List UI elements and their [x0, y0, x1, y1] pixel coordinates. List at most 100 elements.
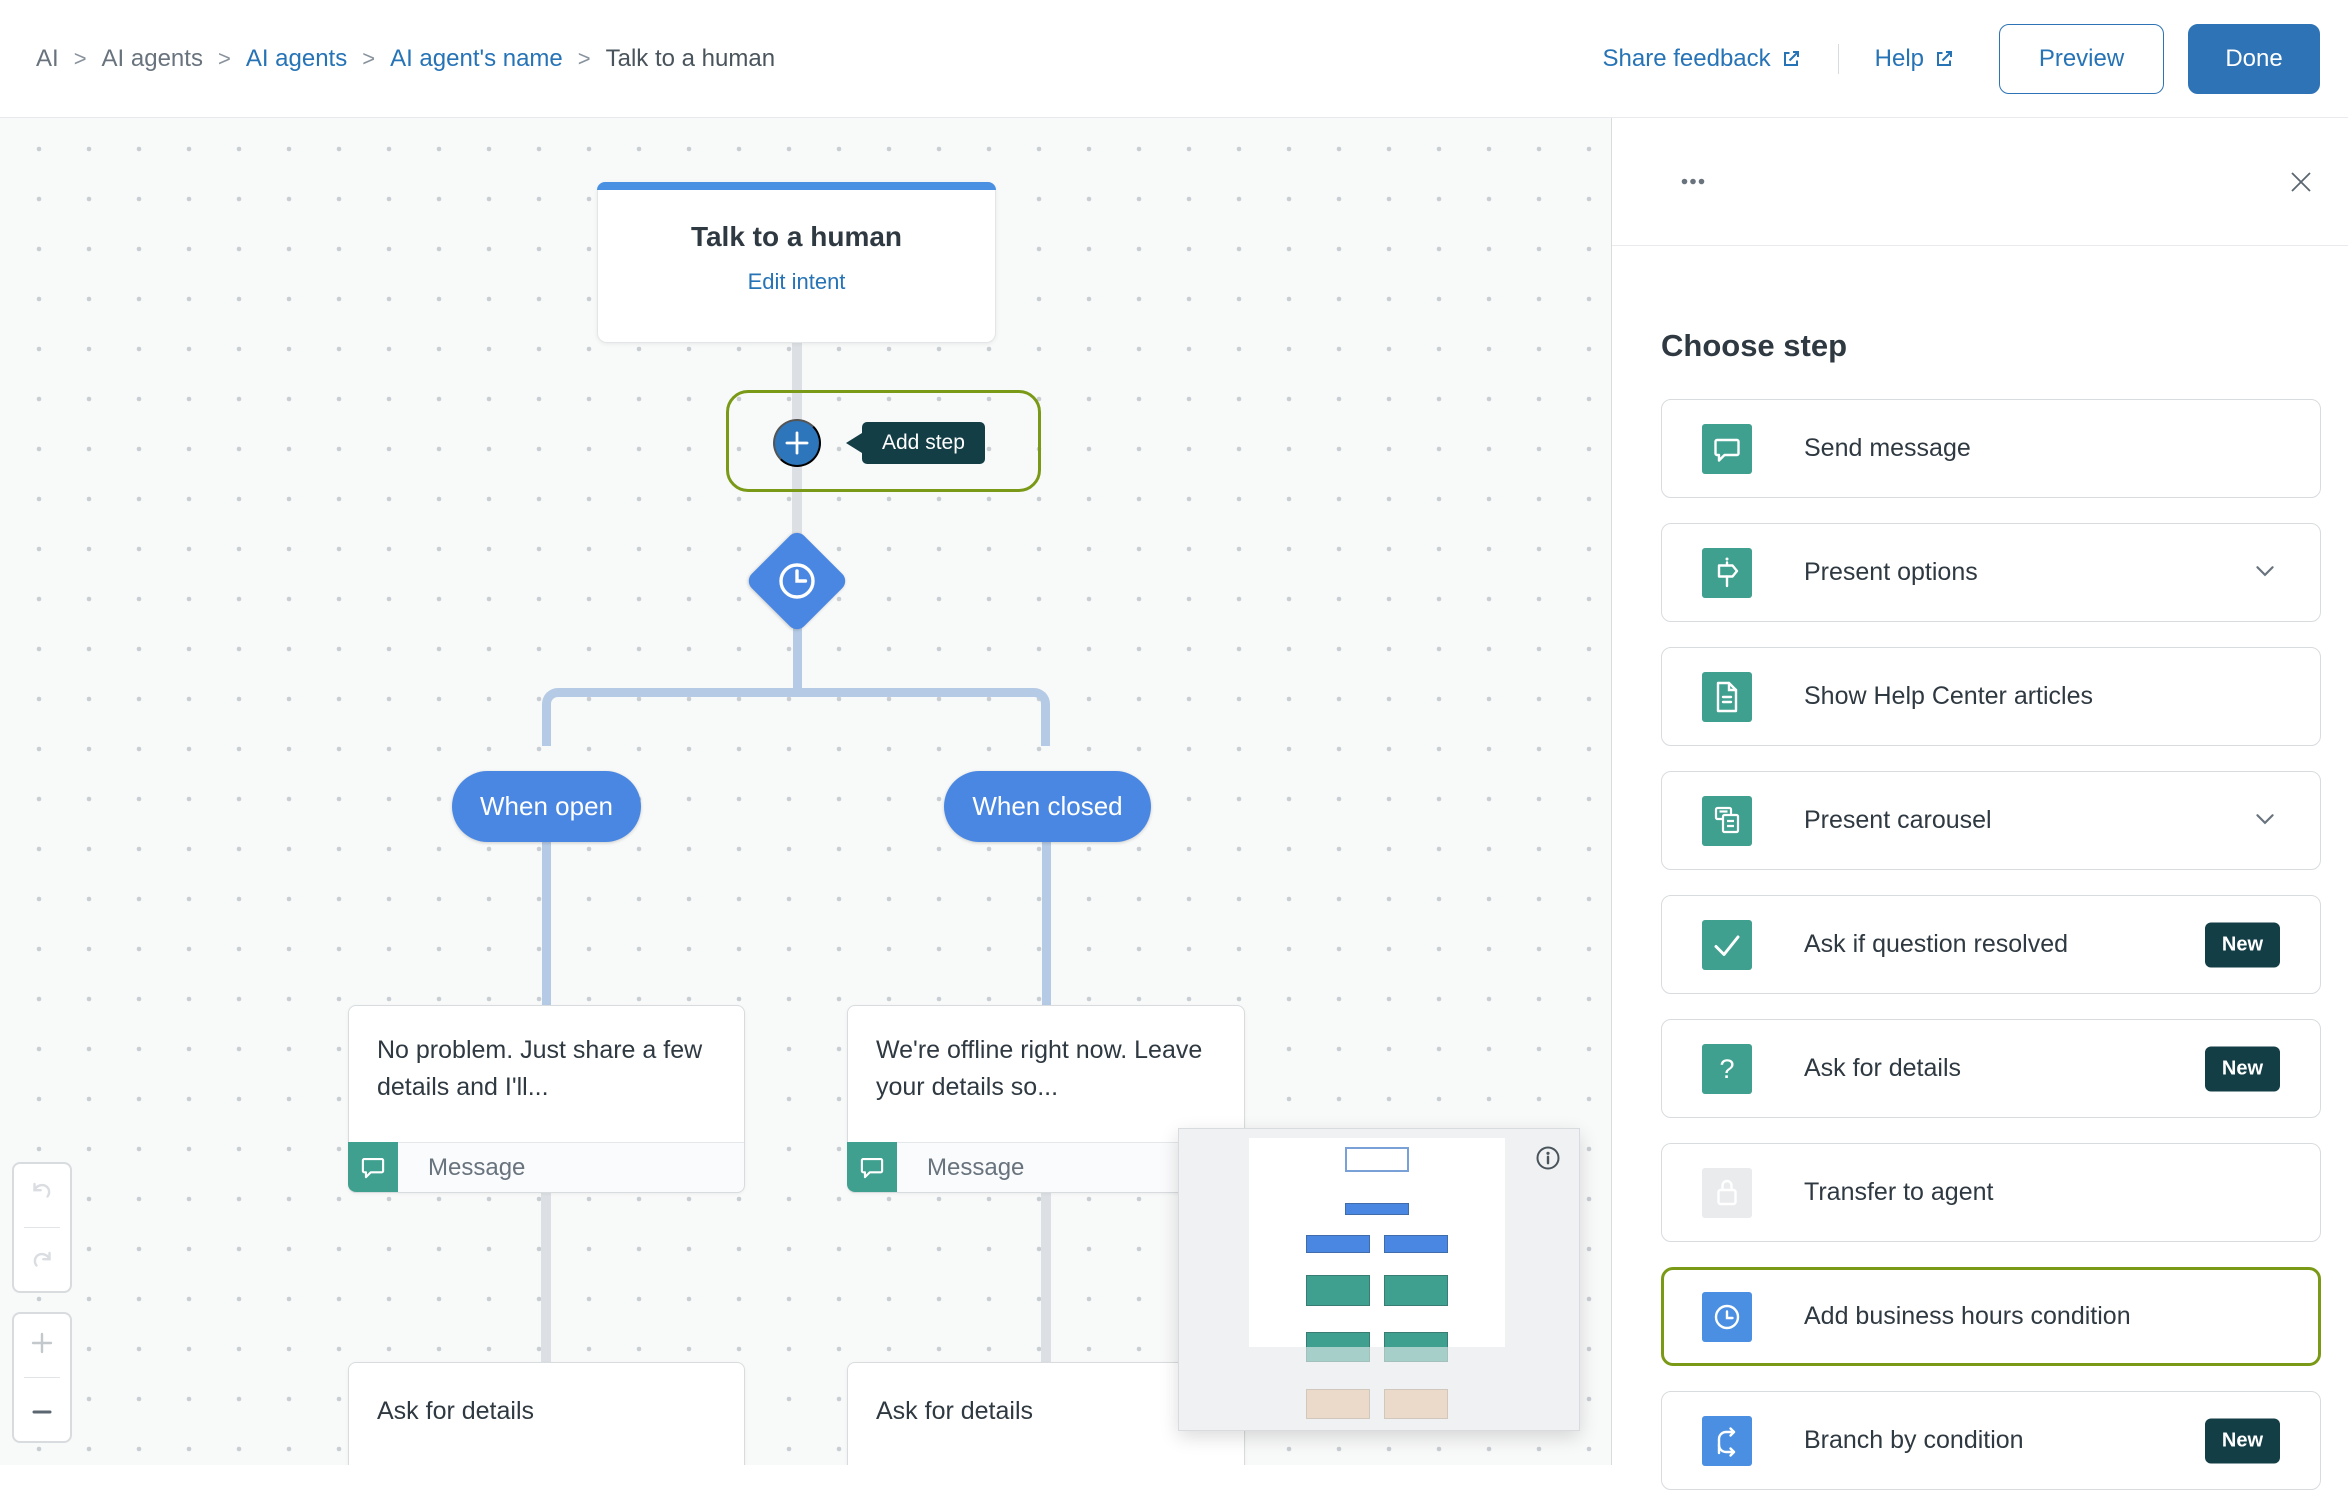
connector-when-open: [542, 842, 551, 1005]
minimap-node: [1384, 1235, 1448, 1253]
breadcrumb-ai-agents-link[interactable]: AI agents: [245, 44, 348, 72]
message-node-closed-text: We're offline right now. Leave your deta…: [876, 1036, 1203, 1101]
panel-title: Choose step: [1661, 328, 1848, 363]
minus-icon: [32, 1410, 52, 1414]
flow-minimap[interactable]: [1178, 1128, 1580, 1431]
step-panel: Choose step Send message Present options…: [1611, 118, 2348, 1490]
lock-icon: [1702, 1167, 1752, 1218]
new-badge: New: [2204, 1046, 2280, 1091]
message-icon: [1702, 423, 1752, 474]
step-branch-by-condition[interactable]: Branch by condition New: [1661, 1391, 2321, 1490]
message-type-label: Message: [428, 1153, 526, 1181]
external-link-icon: [1783, 50, 1799, 66]
breadcrumb-agent-name-link[interactable]: AI agent's name: [390, 44, 563, 72]
ask-details-title: Ask for details: [876, 1397, 1034, 1425]
info-icon[interactable]: [1535, 1145, 1561, 1176]
add-step-button[interactable]: [773, 419, 821, 467]
message-icon: [860, 1158, 884, 1179]
step-label: Present carousel: [1804, 806, 1992, 834]
step-label: Show Help Center articles: [1804, 682, 2094, 710]
carousel-icon: [1702, 795, 1752, 846]
step-label: Send message: [1804, 434, 1971, 462]
branch-icon: [1702, 1415, 1752, 1466]
step-label: Ask if question resolved: [1804, 930, 2069, 958]
minimap-node: [1345, 1203, 1409, 1215]
step-present-options[interactable]: Present options: [1661, 523, 2321, 622]
step-list: Send message Present options Show Help C…: [1661, 399, 2321, 1490]
breadcrumb: AI > AI agents > AI agents > AI agent's …: [36, 45, 775, 73]
branch-when-closed[interactable]: When closed: [944, 771, 1151, 842]
minimap-node: [1306, 1275, 1370, 1306]
message-node-open-footer: Message: [348, 1142, 744, 1192]
redo-button[interactable]: [25, 1245, 59, 1279]
step-panel-header: [1612, 118, 2348, 246]
tooltip-label: Add step: [862, 422, 985, 464]
question-icon: ?: [1702, 1043, 1752, 1094]
plus-icon: [31, 1332, 53, 1354]
zoom-in-button[interactable]: [25, 1326, 59, 1360]
help-link[interactable]: Help: [1875, 45, 1955, 73]
breadcrumb-ai-agents: AI agents: [101, 44, 203, 72]
step-label: Add business hours condition: [1804, 1302, 2131, 1330]
branch-when-open[interactable]: When open: [452, 771, 641, 842]
new-badge: New: [2204, 922, 2280, 967]
breadcrumb-separator: >: [577, 45, 591, 71]
close-panel-button[interactable]: [2284, 165, 2318, 199]
ask-details-title: Ask for details: [377, 1397, 535, 1425]
step-label: Transfer to agent: [1804, 1178, 1994, 1206]
undo-icon: [33, 1182, 51, 1198]
step-ask-for-details[interactable]: ? Ask for details New: [1661, 1019, 2321, 1118]
edit-intent-link[interactable]: Edit intent: [747, 269, 846, 294]
control-divider: [24, 1377, 60, 1378]
chevron-down-icon[interactable]: [2252, 557, 2278, 588]
history-controls: [12, 1162, 72, 1293]
step-label: Branch by condition: [1804, 1426, 2024, 1454]
topbar-actions: Share feedback Help Preview Done: [1603, 23, 2320, 94]
zoom-out-button[interactable]: [25, 1395, 59, 1429]
undo-button[interactable]: [25, 1176, 59, 1210]
plus-icon: [785, 431, 809, 455]
overflow-menu-button[interactable]: [1676, 165, 1710, 199]
tooltip-arrow: [846, 433, 862, 453]
step-transfer-to-agent[interactable]: Transfer to agent: [1661, 1143, 2321, 1242]
ask-details-node-open[interactable]: Ask for details: [348, 1362, 745, 1465]
breadcrumb-separator: >: [362, 45, 376, 71]
check-icon: [1702, 919, 1752, 970]
flow-canvas[interactable]: Talk to a human Edit intent Add step Whe…: [0, 118, 1611, 1465]
connector-condition-to-branches: [793, 613, 802, 693]
share-feedback-link[interactable]: Share feedback: [1603, 45, 1802, 73]
branch-when-open-label: When open: [480, 791, 613, 821]
message-type-label: Message: [927, 1153, 1025, 1181]
minimap-viewport[interactable]: [1249, 1138, 1505, 1347]
message-node-open-text: No problem. Just share a few details and…: [377, 1036, 703, 1101]
step-ask-if-question-resolved[interactable]: Ask if question resolved New: [1661, 895, 2321, 994]
control-divider: [24, 1227, 60, 1228]
business-hours-condition-node[interactable]: [744, 528, 850, 634]
minimap-node: [1306, 1235, 1370, 1253]
step-label: Ask for details: [1804, 1054, 1962, 1082]
minimap-node: [1384, 1275, 1448, 1306]
step-add-business-hours-condition[interactable]: Add business hours condition: [1661, 1267, 2321, 1366]
header-divider: [1837, 43, 1839, 74]
svg-text:?: ?: [1719, 1054, 1734, 1084]
message-type-tile: [348, 1142, 398, 1192]
intent-node[interactable]: Talk to a human Edit intent: [597, 182, 996, 343]
intent-node-title: Talk to a human: [690, 221, 903, 252]
share-feedback-label: Share feedback: [1602, 44, 1771, 72]
connector-message-left-down: [541, 1193, 551, 1362]
top-bar: AI > AI agents > AI agents > AI agent's …: [0, 0, 2348, 118]
step-send-message[interactable]: Send message: [1661, 399, 2321, 498]
connector-when-closed: [1042, 842, 1051, 1005]
step-show-help-center-articles[interactable]: Show Help Center articles: [1661, 647, 2321, 746]
document-icon: [1702, 671, 1752, 722]
breadcrumb-separator: >: [73, 45, 87, 71]
breadcrumb-current: Talk to a human: [605, 44, 776, 72]
done-button[interactable]: Done: [2188, 23, 2320, 94]
external-link-icon: [1937, 50, 1952, 66]
chevron-down-icon[interactable]: [2252, 805, 2278, 836]
preview-button[interactable]: Preview: [1999, 23, 2164, 94]
new-badge: New: [2204, 1418, 2280, 1463]
message-node-open[interactable]: No problem. Just share a few details and…: [348, 1005, 745, 1193]
add-step-tooltip: Add step: [846, 422, 985, 464]
step-present-carousel[interactable]: Present carousel: [1661, 771, 2321, 870]
